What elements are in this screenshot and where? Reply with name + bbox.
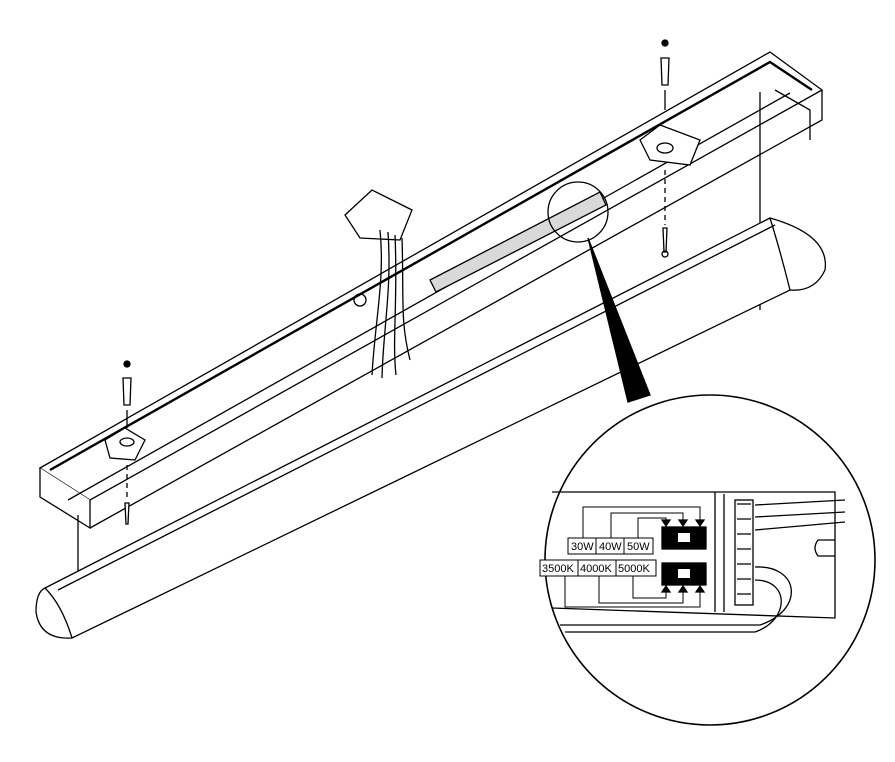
- diffuser-lens: [35, 217, 826, 639]
- knockout-hole: [353, 293, 367, 307]
- led-driver: [429, 191, 607, 293]
- fixture-housing: [38, 51, 824, 590]
- detail-callout: [544, 181, 876, 726]
- mounting-hardware-left: [104, 360, 146, 525]
- detail-inset: 30W 40W 50W 3500K 4000K 5000K: [539, 491, 846, 633]
- cct-4000k-label: 4000K: [580, 563, 612, 575]
- cct-5000k-label: 5000K: [618, 563, 650, 575]
- wattage-40w-label: 40W: [599, 541, 622, 553]
- mounting-hardware-right: [639, 39, 701, 258]
- wattage-30w-label: 30W: [571, 541, 594, 553]
- terminal-block: [734, 499, 754, 606]
- wattage-50w-label: 50W: [627, 541, 650, 553]
- junction-box: [344, 189, 413, 379]
- cct-3500k-label: 3500K: [542, 563, 574, 575]
